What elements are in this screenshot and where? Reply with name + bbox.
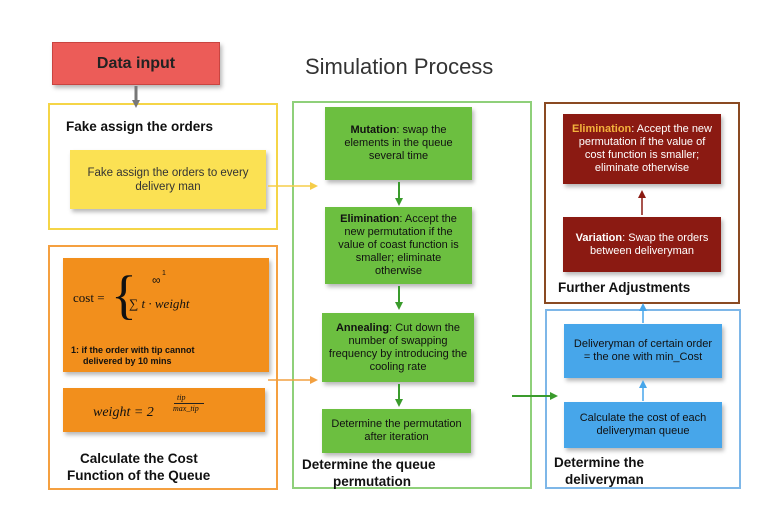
queue-permutation-heading-1: Determine the queue xyxy=(302,457,436,472)
queue-permutation-frame xyxy=(292,101,532,489)
cost-function-frame xyxy=(48,245,278,490)
data-input-box: Data input xyxy=(52,42,220,85)
variation-label: Variation xyxy=(575,231,623,244)
deliveryman-cost-box: Calculate the cost of each deliveryman q… xyxy=(564,402,722,448)
weight-exp-num: tip xyxy=(177,393,186,402)
sum-expression: ∑ t · weight xyxy=(129,296,190,311)
determine-permutation-box: Determine the permutation after iteratio… xyxy=(322,409,471,453)
annealing-box: Annealing: Cut down the number of swappi… xyxy=(322,313,474,382)
further-adjustments-heading: Further Adjustments xyxy=(558,280,691,295)
mutation-box: Mutation: swap the elements in the queue… xyxy=(325,107,472,180)
deliveryman-heading-2: deliveryman xyxy=(565,472,644,487)
weight-lhs: weight = 2 xyxy=(93,405,154,420)
further-elimination-box: Elimination: Accept the new permutation … xyxy=(563,114,721,184)
brace-symbol: { xyxy=(111,265,137,325)
elimination-desc: : Accept the new permutation if the valu… xyxy=(338,213,459,277)
cost-function-heading-1: Calculate the Cost xyxy=(80,451,198,466)
deliveryman-min-cost-text: Deliveryman of certain order = the one w… xyxy=(573,338,713,363)
diagram-title: Simulation Process xyxy=(305,54,494,79)
mutation-desc: : swap the elements in the queue several… xyxy=(344,124,453,162)
note-line-1: 1: if the order with tip cannot xyxy=(71,345,195,355)
annealing-label: Annealing xyxy=(335,321,390,334)
deliveryman-cost-text: Calculate the cost of each deliveryman q… xyxy=(579,412,707,437)
weight-formula-box: weight = 2 tip max_tip xyxy=(63,388,265,432)
elimination-box: Elimination: Accept the new permutation … xyxy=(325,207,472,284)
fake-assign-text: Fake assign the orders to every delivery… xyxy=(87,166,249,193)
infinity-symbol: ∞ xyxy=(152,273,161,287)
fake-assign-box: Fake assign the orders to every delivery… xyxy=(70,150,266,209)
annealing-text: Annealing: Cut down the number of swappi… xyxy=(328,322,468,374)
further-elimination-label: Elimination xyxy=(572,123,632,135)
determine-permutation-text: Determine the permutation after iteratio… xyxy=(331,418,462,443)
variation-box: Variation: Swap the orders between deliv… xyxy=(563,217,721,272)
cost-formula-box: cost = { ∞ 1 ∑ t · weight 1: if the orde… xyxy=(63,258,269,372)
mutation-label: Mutation xyxy=(350,124,397,136)
fake-assign-frame xyxy=(48,103,278,230)
elimination-label: Elimination xyxy=(340,213,400,225)
note-line-2: delivered by 10 mins xyxy=(83,356,172,366)
cost-lhs: cost = xyxy=(73,290,105,305)
further-elimination-desc: : Accept the new permutation if the valu… xyxy=(578,123,712,174)
further-elimination-text: Elimination: Accept the new permutation … xyxy=(569,123,715,175)
superscript-one: 1 xyxy=(162,270,166,277)
elimination-text: Elimination: Accept the new permutation … xyxy=(331,213,466,278)
deliveryman-min-cost-box: Deliveryman of certain order = the one w… xyxy=(564,324,722,378)
weight-exp-den: max_tip xyxy=(173,404,199,413)
queue-permutation-heading-2: permutation xyxy=(333,474,412,489)
variation-desc: : Swap the orders between deliveryman xyxy=(590,231,709,257)
weight-exp-line xyxy=(174,403,204,404)
cost-function-heading-2: Function of the Queue xyxy=(67,468,211,483)
data-input-label: Data input xyxy=(96,55,176,72)
annealing-desc: : Cut down the number of swapping freque… xyxy=(328,321,468,373)
variation-text: Variation: Swap the orders between deliv… xyxy=(569,232,715,258)
deliveryman-heading-1: Determine the xyxy=(554,455,645,470)
fake-assign-heading: Fake assign the orders xyxy=(66,119,214,134)
mutation-text: Mutation: swap the elements in the queue… xyxy=(331,124,466,163)
